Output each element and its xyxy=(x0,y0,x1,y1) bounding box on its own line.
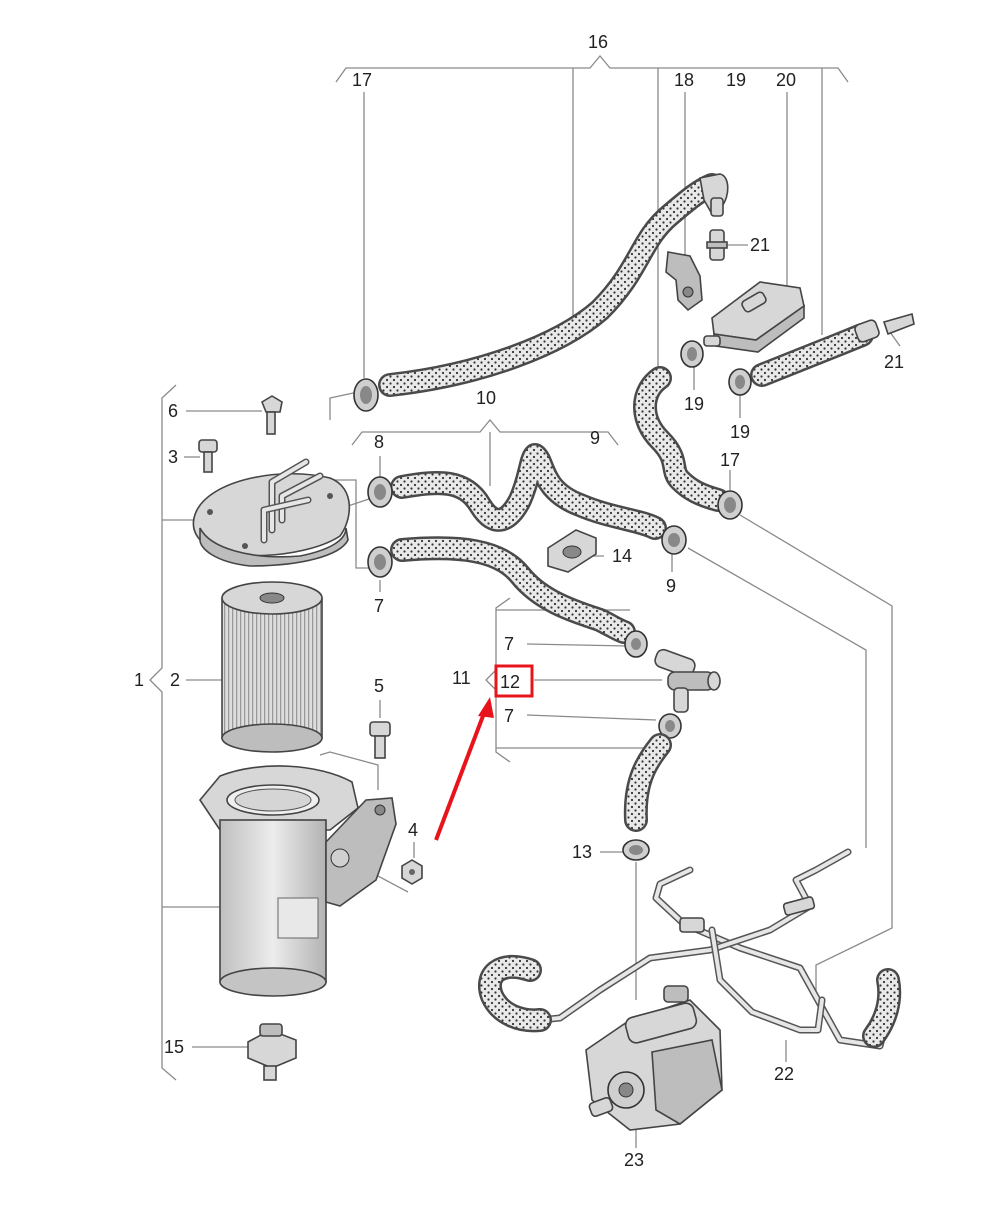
brace-1 xyxy=(149,384,177,1081)
callout-labels: 1 2 3 4 5 6 7 7 7 8 9 9 10 11 12 13 14 1… xyxy=(134,32,904,1170)
callout-3: 3 xyxy=(168,447,178,467)
callout-2: 2 xyxy=(170,670,180,690)
brace-10 xyxy=(351,418,619,446)
hose-clamp-9 xyxy=(661,525,687,555)
hose-clamp-8 xyxy=(367,476,393,508)
callout-9-top: 9 xyxy=(590,428,600,448)
hose-10-upper xyxy=(390,443,667,540)
filter-element-2 xyxy=(221,581,323,753)
sensor-15 xyxy=(247,1023,297,1081)
callout-20: 20 xyxy=(776,70,796,90)
return-hose-upper xyxy=(378,173,729,397)
hose-right-21 xyxy=(750,312,915,387)
highlight-box xyxy=(494,664,534,698)
callout-7-mid: 7 xyxy=(504,634,514,654)
hose-clamp-19b xyxy=(728,368,752,396)
hose-pump-left xyxy=(478,954,552,1033)
leader-lines xyxy=(149,54,901,1148)
high-pressure-pump-23 xyxy=(585,985,723,1131)
t-piece-12 xyxy=(654,648,721,713)
hose-clamp-7-low xyxy=(658,713,682,739)
hose-clamp-13 xyxy=(622,839,650,861)
callout-19-low: 19 xyxy=(730,422,750,442)
connector-21-top xyxy=(706,229,728,261)
brace-11 xyxy=(485,597,511,763)
callout-5: 5 xyxy=(374,676,384,696)
hose-clamp-7-mid xyxy=(624,630,648,658)
callout-17-top: 17 xyxy=(352,70,372,90)
filter-housing xyxy=(199,765,397,997)
callout-7-low: 7 xyxy=(504,706,514,726)
callout-21-right: 21 xyxy=(884,352,904,372)
valve-20 xyxy=(703,281,805,353)
callout-10: 10 xyxy=(476,388,496,408)
callout-1: 1 xyxy=(134,670,144,690)
brace-16 xyxy=(335,54,849,83)
hose-s-bend xyxy=(633,366,730,512)
hose-pump-right xyxy=(862,968,902,1048)
callout-9-low: 9 xyxy=(666,576,676,596)
screw-3 xyxy=(198,439,218,473)
hose-lower-13 xyxy=(623,733,672,832)
callout-6: 6 xyxy=(168,401,178,421)
callout-4: 4 xyxy=(408,820,418,840)
callout-16: 16 xyxy=(588,32,608,52)
highlight-part-12 xyxy=(434,664,534,841)
bracket-18 xyxy=(665,251,703,312)
callout-13: 13 xyxy=(572,842,592,862)
hose-clamp-7-left xyxy=(367,546,393,578)
screw-6 xyxy=(261,395,283,435)
callout-17-right: 17 xyxy=(720,450,740,470)
callout-15: 15 xyxy=(164,1037,184,1057)
callout-22: 22 xyxy=(774,1064,794,1084)
callout-14: 14 xyxy=(612,546,632,566)
callout-19-top: 19 xyxy=(726,70,746,90)
hose-7-lower xyxy=(390,536,636,644)
nut-4 xyxy=(401,859,423,885)
hose-clamp-17-right xyxy=(717,490,743,520)
highlight-arrowhead xyxy=(478,697,494,718)
fuel-lines-22 xyxy=(536,848,896,1050)
callout-7-left: 7 xyxy=(374,596,384,616)
callout-11: 11 xyxy=(452,668,471,688)
callout-18: 18 xyxy=(674,70,694,90)
callout-23: 23 xyxy=(624,1150,644,1170)
hose-clamp-19a xyxy=(680,340,704,368)
callout-12: 12 xyxy=(500,672,520,692)
highlight-arrow xyxy=(434,707,488,841)
filter-lid xyxy=(192,458,351,567)
hose-holder-14 xyxy=(547,529,597,573)
callout-21-top: 21 xyxy=(750,235,770,255)
bolt-5 xyxy=(369,721,391,759)
callout-19-mid: 19 xyxy=(684,394,704,414)
hose-clamp-17-top xyxy=(353,378,379,412)
callout-8: 8 xyxy=(374,432,384,452)
